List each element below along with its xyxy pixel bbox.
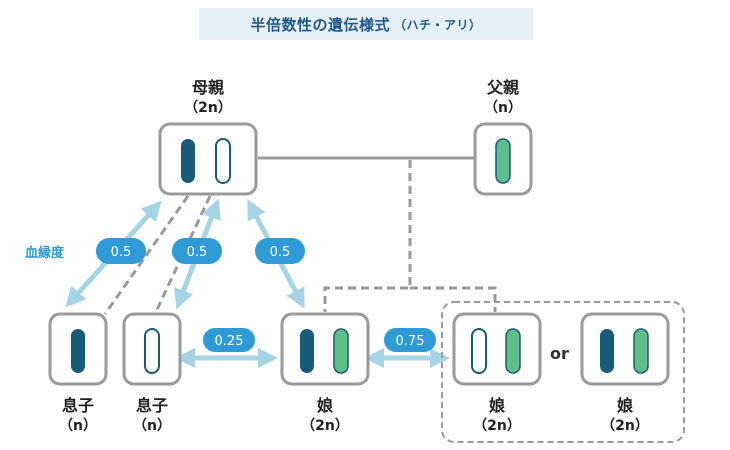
chromosome-paternal (495, 138, 511, 184)
son1-label: 息子 （n） (38, 396, 118, 436)
daughter1-ploidy: （2n） (301, 418, 349, 434)
daughter2-node (452, 312, 542, 386)
chromosome-maternal (144, 328, 160, 374)
chromosome-maternal (300, 329, 314, 373)
relatedness-pill-mother-son2: 0.5 (172, 238, 222, 264)
chromosome-maternal (71, 329, 85, 373)
chromosome-maternal (181, 139, 195, 183)
chromosome-paternal (333, 328, 349, 374)
relatedness-pill-daughter-daughter: 0.75 (384, 328, 436, 352)
title-sub: （ハチ・アリ） (394, 17, 482, 32)
offspring-connector (323, 160, 497, 312)
relatedness-pill-mother-daughter: 0.5 (255, 238, 305, 264)
svg-text:0.25: 0.25 (215, 334, 244, 349)
chromosome-maternal (471, 328, 487, 374)
daughter3-label: 娘 （2n） (585, 396, 665, 436)
mother-label: 母親 （2n） (168, 78, 248, 118)
son2-name: 息子 (135, 396, 168, 415)
father-node (473, 122, 533, 196)
chromosome-paternal (633, 328, 649, 374)
svg-text:0.5: 0.5 (111, 245, 132, 260)
daughter3-name: 娘 (616, 396, 633, 415)
son1-name: 息子 (61, 396, 94, 415)
son1-node (48, 312, 108, 386)
daughter2-label: 娘 （2n） (457, 396, 537, 436)
son2-ploidy: （n） (133, 418, 171, 434)
relatedness-legend-label: 血縁度 (25, 246, 65, 261)
daughter1-node (280, 312, 370, 386)
son1-ploidy: （n） (59, 418, 97, 434)
daughter3-ploidy: （2n） (601, 418, 649, 434)
daughter1-label: 娘 （2n） (285, 396, 365, 436)
relatedness-pill-mother-son1: 0.5 (96, 238, 146, 264)
daughter-alternatives-group (441, 301, 685, 443)
chromosome-maternal (600, 329, 614, 373)
relatedness-pill-son-daughter: 0.25 (203, 328, 255, 352)
son2-label: 息子 （n） (112, 396, 192, 436)
daughter2-ploidy: （2n） (473, 418, 521, 434)
mother-node (158, 122, 258, 196)
page-title: 半倍数性の遺伝様式 （ハチ・アリ） (199, 8, 533, 40)
father-ploidy: （n） (484, 100, 522, 116)
svg-text:0.5: 0.5 (187, 245, 208, 260)
daughter1-name: 娘 (316, 396, 333, 415)
svg-text:0.75: 0.75 (396, 334, 425, 349)
father-label: 父親 （n） (463, 78, 543, 118)
father-name: 父親 (486, 78, 519, 97)
chromosome-paternal (505, 328, 521, 374)
or-label: or (550, 344, 569, 363)
daughter2-name: 娘 (488, 396, 505, 415)
mother-ploidy: （2n） (184, 100, 232, 116)
daughter3-node (580, 312, 670, 386)
mother-name: 母親 (191, 78, 224, 97)
svg-text:0.5: 0.5 (270, 245, 291, 260)
son2-node (122, 312, 182, 386)
title-main: 半倍数性の遺伝様式 (250, 15, 390, 34)
chromosome-maternal (215, 138, 231, 184)
